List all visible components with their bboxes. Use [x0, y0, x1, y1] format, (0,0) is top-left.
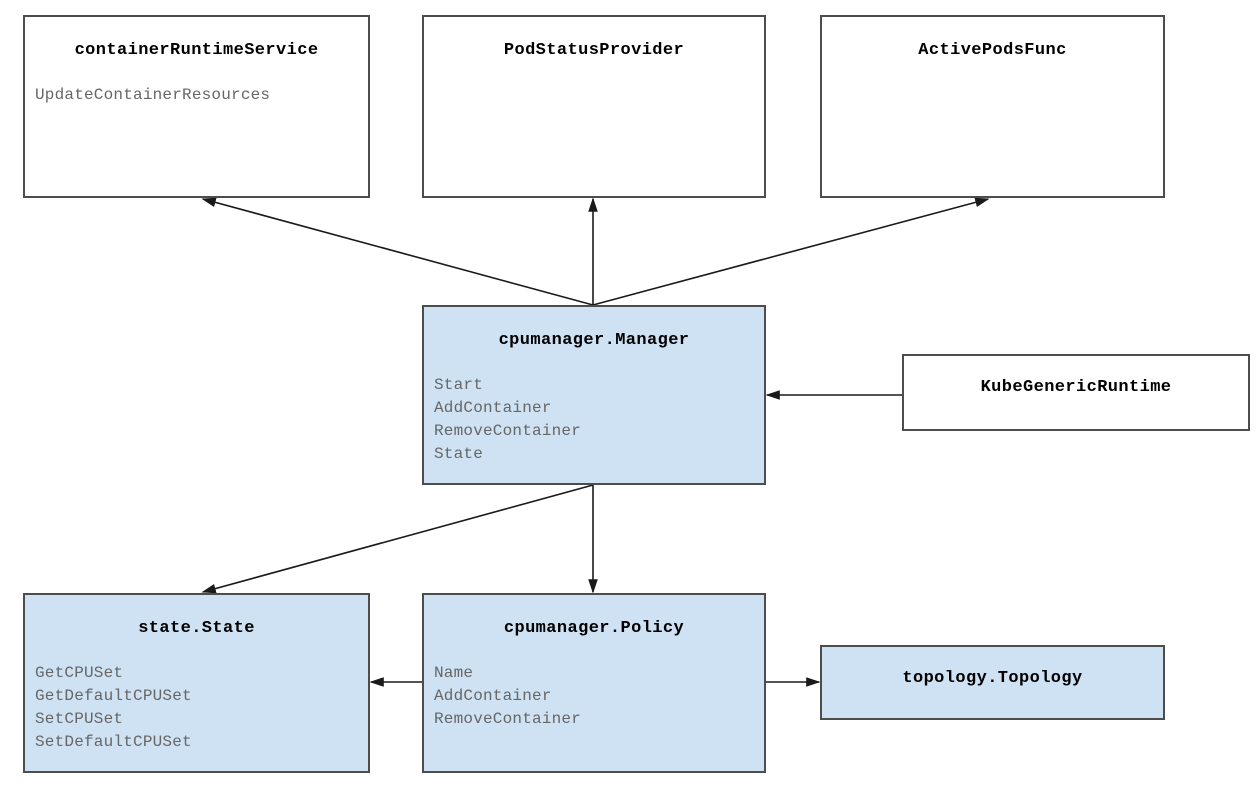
- edge-manager-to-containerRuntimeService: [201, 197, 594, 306]
- node-topology-topology[interactable]: topology.Topology: [820, 645, 1165, 720]
- node-method: AddContainer: [434, 399, 552, 417]
- node-title: state.State: [138, 619, 255, 638]
- node-method: UpdateContainerResources: [35, 86, 271, 104]
- node-podstatusprovider[interactable]: PodStatusProvider: [422, 15, 766, 198]
- node-title: containerRuntimeService: [74, 41, 319, 60]
- node-title: ActivePodsFunc: [918, 41, 1067, 60]
- node-title: KubeGenericRuntime: [980, 378, 1172, 397]
- node-method: RemoveContainer: [434, 422, 582, 440]
- node-title: cpumanager.Policy: [503, 619, 685, 638]
- node-kubegenericruntime[interactable]: KubeGenericRuntime: [902, 354, 1250, 431]
- node-method: Start: [434, 376, 484, 394]
- node-method-list: UpdateContainerResources: [35, 84, 368, 107]
- node-method: GetDefaultCPUSet: [35, 687, 192, 705]
- edge-manager-to-state: [201, 484, 594, 594]
- node-method: SetDefaultCPUSet: [35, 733, 192, 751]
- node-title: cpumanager.Manager: [498, 331, 690, 350]
- node-method: AddContainer: [434, 687, 552, 705]
- node-method: SetCPUSet: [35, 710, 124, 728]
- node-method: Name: [434, 664, 474, 682]
- node-title: topology.Topology: [902, 669, 1083, 688]
- node-method: GetCPUSet: [35, 664, 124, 682]
- node-method: State: [434, 445, 484, 463]
- edge-manager-to-activePodsFunc: [592, 197, 990, 306]
- node-title: PodStatusProvider: [503, 41, 685, 60]
- node-activepodsfunc[interactable]: ActivePodsFunc: [820, 15, 1165, 198]
- node-method: RemoveContainer: [434, 710, 582, 728]
